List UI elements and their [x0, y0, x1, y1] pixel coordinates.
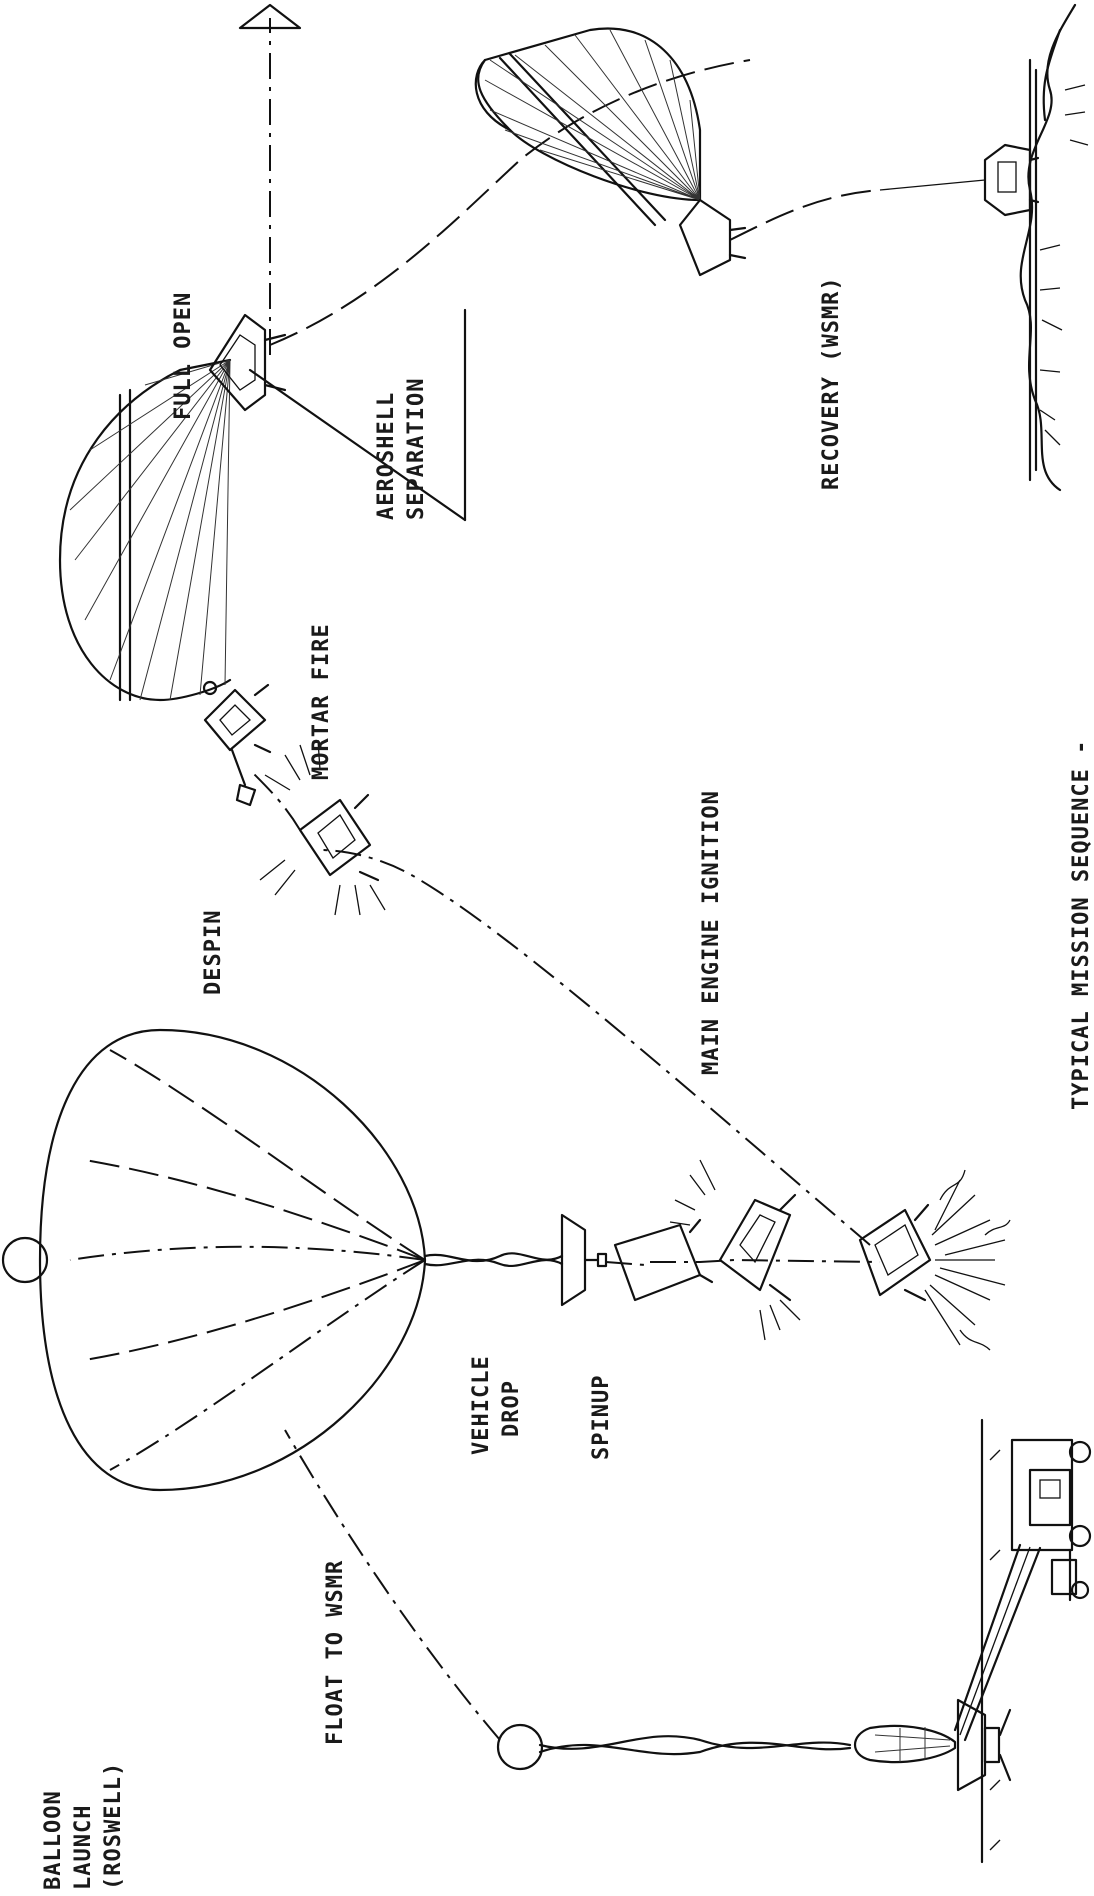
svg-text:VEHICLE: VEHICLE	[469, 1355, 494, 1455]
svg-text:FULL OPEN: FULL OPEN	[171, 292, 196, 420]
final-descent-path	[729, 189, 881, 241]
exhaust-main-engine	[924, 1169, 1011, 1351]
vehicle-icon	[208, 313, 287, 412]
label-mortar-fire: MORTAR FIRE	[309, 623, 334, 780]
vehicle-icon	[202, 680, 272, 807]
vehicle-icon	[858, 1203, 932, 1302]
svg-text:AEROSHELL: AEROSHELL	[374, 392, 399, 520]
vehicle-icon	[956, 1698, 1012, 1792]
svg-text:MORTAR FIRE: MORTAR FIRE	[309, 623, 334, 780]
svg-text:FLOAT TO WSMR: FLOAT TO WSMR	[323, 1560, 348, 1745]
label-float-to-wsmr: FLOAT TO WSMR	[323, 1560, 348, 1745]
drop-path	[605, 1258, 881, 1266]
ground-line-launch	[980, 1418, 1001, 1864]
truck-icon	[953, 1438, 1092, 1742]
label-balloon-launch: BALLOON LAUNCH (ROSWELL)	[41, 1762, 126, 1890]
vehicle-icon	[560, 1213, 608, 1307]
coast-trajectory	[249, 769, 301, 831]
label-full-open: FULL OPEN	[171, 292, 196, 420]
svg-text:MAIN ENGINE IGNITION: MAIN ENGINE IGNITION	[699, 790, 724, 1075]
recovery-terrain	[1019, 3, 1089, 492]
svg-text:DROP: DROP	[499, 1380, 524, 1437]
label-recovery: RECOVERY (WSMR)	[819, 276, 844, 490]
vehicle-icon	[613, 1218, 714, 1302]
exhaust-spinup	[669, 1159, 801, 1341]
svg-text:(ROSWELL): (ROSWELL)	[101, 1762, 126, 1890]
label-vehicle-drop: VEHICLE DROP	[469, 1355, 524, 1455]
vehicle-icon	[718, 1193, 797, 1302]
svg-text:BALLOON: BALLOON	[41, 1790, 66, 1890]
svg-text:DESPIN: DESPIN	[201, 910, 226, 995]
svg-text:SPINUP: SPINUP	[589, 1375, 614, 1460]
svg-text:RECOVERY (WSMR): RECOVERY (WSMR)	[819, 276, 844, 490]
ground-impact-path	[879, 179, 986, 191]
leader-lines	[248, 308, 467, 522]
parachute-icon	[474, 27, 702, 227]
parachute-icon	[58, 358, 232, 702]
label-main-engine-ignition: MAIN ENGINE IGNITION	[699, 790, 724, 1075]
caption: TYPICAL MISSION SEQUENCE -	[1069, 740, 1094, 1110]
descent-trajectory	[269, 59, 751, 346]
balloon-icon	[1, 1028, 564, 1492]
svg-text:LAUNCH: LAUNCH	[71, 1805, 96, 1890]
svg-text:TYPICAL MISSION SEQUENCE -: TYPICAL MISSION SEQUENCE -	[1069, 740, 1094, 1110]
label-aeroshell-separation: AEROSHELL SEPARATION	[374, 378, 429, 520]
arrow-icon	[238, 3, 302, 30]
float-path	[284, 1429, 501, 1741]
label-spinup: SPINUP	[589, 1375, 614, 1460]
vehicle-icon	[298, 793, 380, 882]
vehicle-icon	[983, 143, 1040, 217]
svg-text:SEPARATION: SEPARATION	[404, 378, 429, 520]
label-despin: DESPIN	[201, 910, 226, 995]
powered-flight-trajectory	[319, 849, 871, 1246]
exhaust-despin	[259, 739, 386, 916]
balloon-icon	[496, 1723, 957, 1771]
